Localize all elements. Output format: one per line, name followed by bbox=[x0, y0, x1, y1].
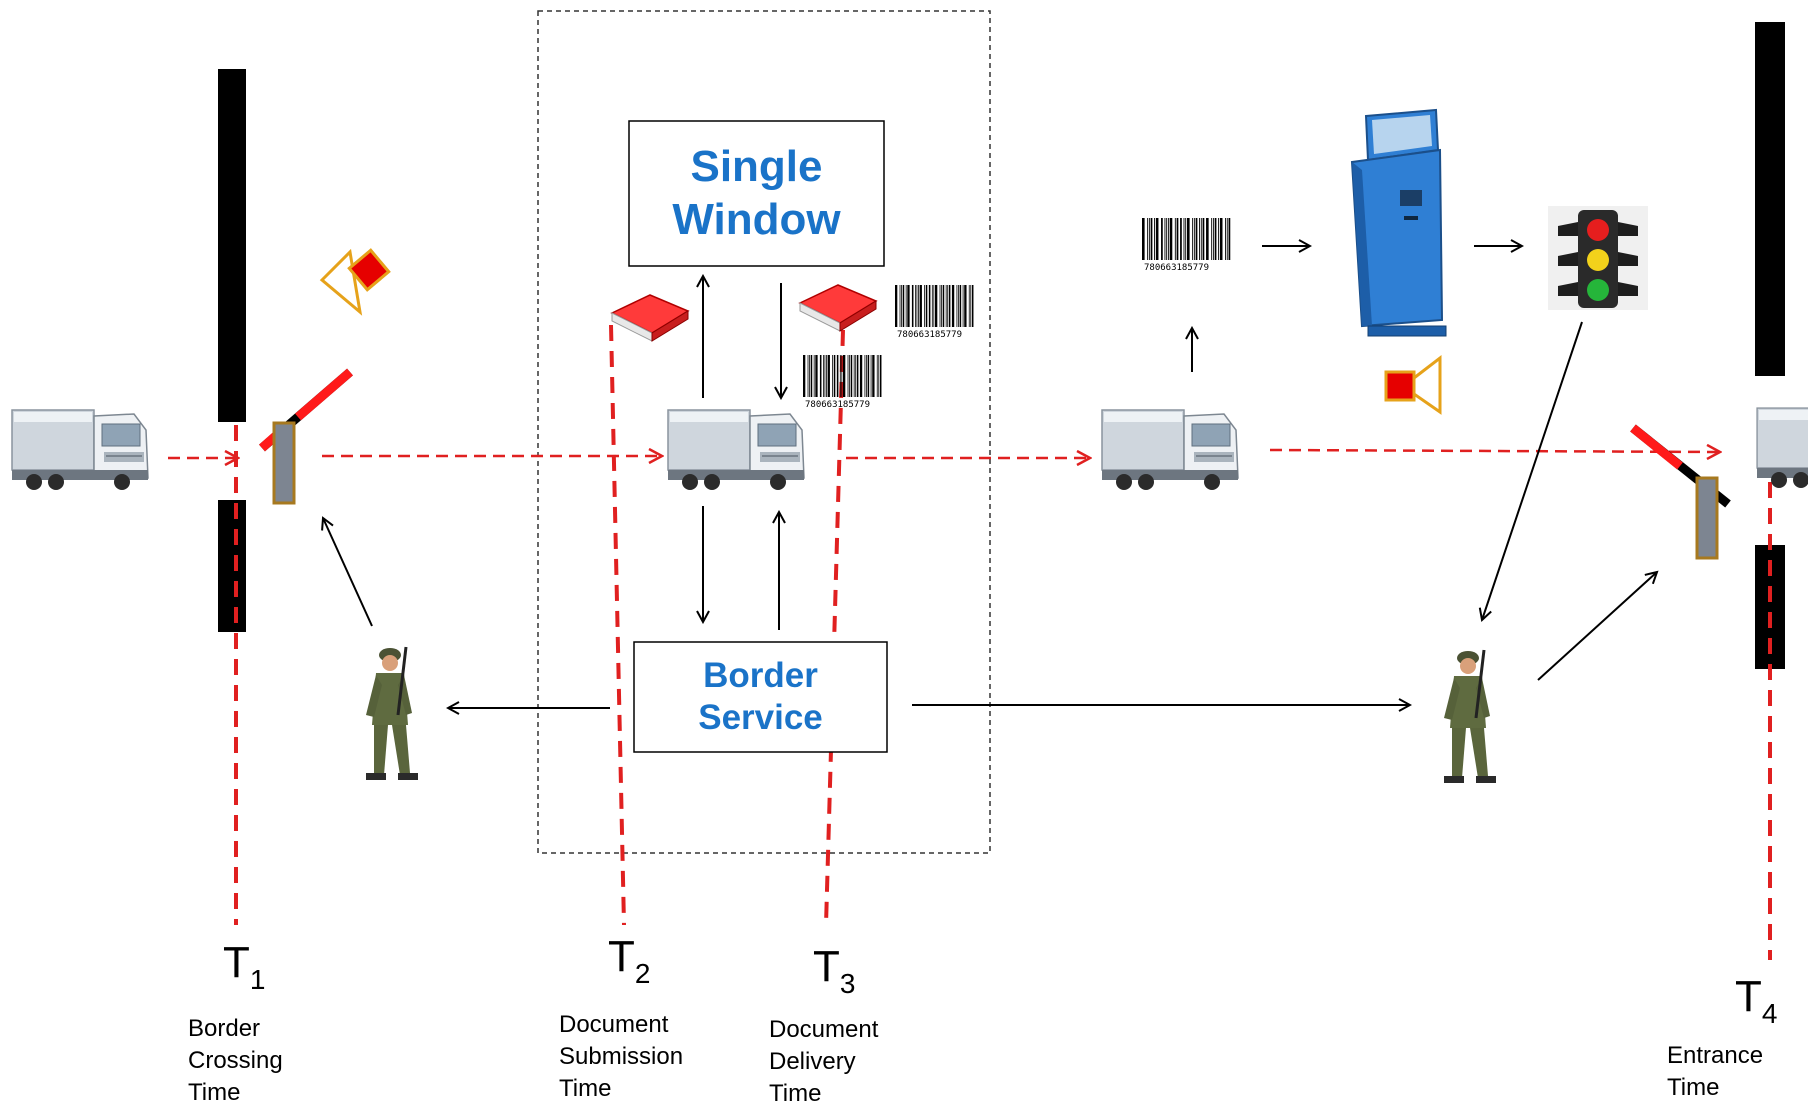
arrow-soldier-to-barrier-right bbox=[1537, 572, 1657, 681]
t2-caption: Document Submission Time bbox=[559, 1011, 684, 1102]
truck-icon bbox=[11, 409, 149, 491]
t1-label: T1 bbox=[223, 938, 265, 996]
t1-sub: 1 bbox=[249, 964, 266, 995]
barcode-icon: 780663185779 bbox=[1142, 218, 1231, 273]
flow-arrow-4 bbox=[1269, 450, 1720, 452]
border-service-title: Border Service bbox=[698, 656, 823, 737]
truck-icon bbox=[1101, 409, 1239, 491]
t2-sub: 2 bbox=[634, 958, 651, 989]
barcode-icon: 780663185779 bbox=[895, 285, 974, 340]
kiosk-icon bbox=[1350, 108, 1447, 337]
soldier-icon bbox=[364, 645, 420, 782]
t1-caption: Border Crossing Time bbox=[188, 1015, 283, 1106]
single-window-box bbox=[628, 120, 885, 267]
document-icon bbox=[611, 294, 689, 342]
border-service-box bbox=[633, 641, 888, 753]
t1-letter: T bbox=[223, 938, 250, 987]
right-border-wall-top bbox=[1755, 22, 1785, 376]
truck-icon bbox=[1757, 408, 1808, 488]
t3-timeline bbox=[824, 329, 845, 926]
barcode-number: 780663185779 bbox=[1144, 263, 1209, 273]
soldier-icon bbox=[1442, 648, 1498, 785]
t2-label: T2 bbox=[608, 932, 650, 990]
horn-icon bbox=[1384, 354, 1442, 415]
t4-sub: 4 bbox=[1761, 998, 1778, 1029]
barcode-number: 780663185779 bbox=[805, 400, 870, 410]
traffic-light-icon bbox=[1548, 206, 1648, 310]
t2-timeline bbox=[609, 324, 626, 926]
t4-caption: Entrance Time bbox=[1667, 1042, 1764, 1101]
t3-label: T3 bbox=[813, 942, 855, 1000]
processing-zone bbox=[537, 10, 991, 854]
left-border-wall-top bbox=[218, 69, 246, 422]
single-window-title: Single Window bbox=[672, 141, 841, 244]
arrow-light-to-soldier bbox=[1482, 321, 1583, 620]
barcode-number: 780663185779 bbox=[897, 330, 962, 340]
horn-icon bbox=[319, 248, 391, 316]
t3-sub: 3 bbox=[839, 968, 856, 999]
t4-letter: T bbox=[1735, 972, 1762, 1021]
document-icon bbox=[799, 284, 877, 332]
t3-caption: Document Delivery Time bbox=[769, 1016, 879, 1107]
barcode-icon: 780663185779 bbox=[803, 355, 882, 410]
t3-letter: T bbox=[813, 942, 840, 991]
t4-label: T4 bbox=[1735, 972, 1777, 1030]
barrier-icon bbox=[259, 368, 353, 505]
t2-letter: T bbox=[608, 932, 635, 981]
arrow-soldier-to-barrier bbox=[323, 518, 373, 627]
barrier-icon bbox=[1630, 424, 1731, 560]
truck-icon bbox=[667, 409, 805, 491]
left-border-wall-bottom bbox=[218, 500, 246, 632]
